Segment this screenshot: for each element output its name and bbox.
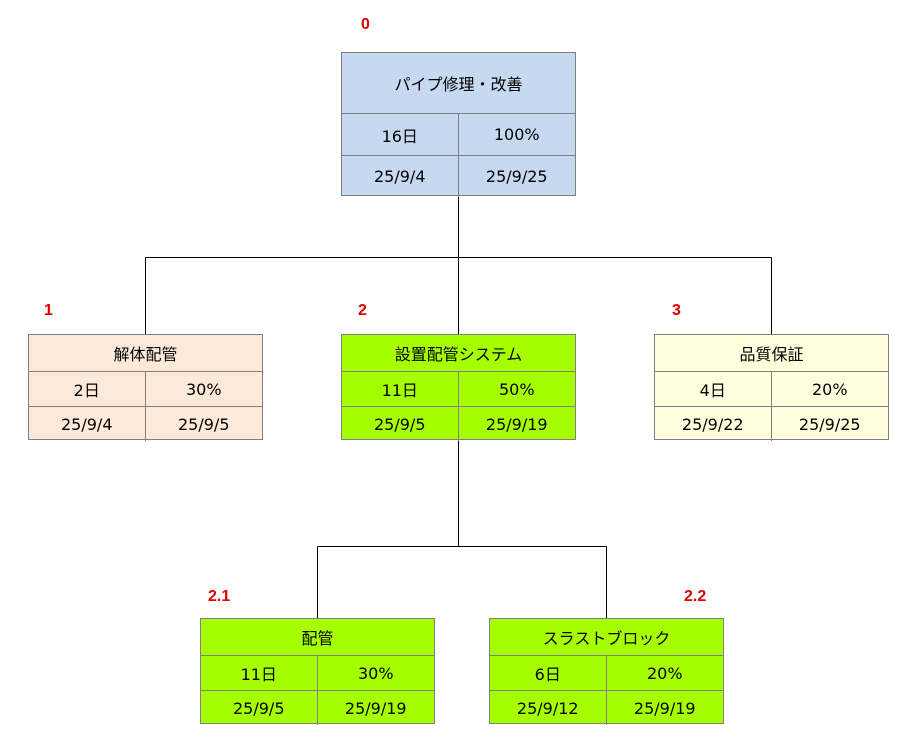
task-duration: 11日 — [201, 655, 318, 690]
task-end-date: 25/9/25 — [771, 406, 888, 441]
task-start-date: 25/9/22 — [655, 406, 772, 441]
node-id-1: 1 — [44, 302, 53, 319]
task-duration: 2日 — [29, 371, 146, 406]
task-name: 配管 — [301, 629, 334, 648]
task-progress: 20% — [606, 655, 723, 690]
task-end-date: 25/9/19 — [606, 690, 723, 725]
task-end-date: 25/9/25 — [458, 155, 575, 197]
task-name: パイプ修理・改善 — [394, 75, 523, 94]
task-duration: 4日 — [655, 371, 772, 406]
task-start-date: 25/9/4 — [29, 406, 146, 441]
node-id-2: 2 — [358, 302, 367, 319]
task-node-quality-assurance[interactable]: 品質保証 4日 20% 25/9/22 25/9/25 — [654, 334, 889, 441]
task-end-date: 25/9/19 — [458, 406, 575, 441]
task-duration: 11日 — [342, 371, 459, 406]
task-node-pipe-repair[interactable]: パイプ修理・改善 16日 100% 25/9/4 25/9/25 — [341, 52, 576, 197]
task-progress: 30% — [317, 655, 434, 690]
node-id-0: 0 — [361, 16, 370, 33]
task-progress: 100% — [458, 113, 575, 155]
task-start-date: 25/9/5 — [201, 690, 318, 725]
task-duration: 16日 — [342, 113, 459, 155]
task-duration: 6日 — [490, 655, 607, 690]
task-node-dismantle-piping[interactable]: 解体配管 2日 30% 25/9/4 25/9/5 — [28, 334, 263, 441]
node-id-2-2: 2.2 — [684, 588, 707, 605]
task-name: 品質保証 — [739, 345, 804, 364]
task-end-date: 25/9/19 — [317, 690, 434, 725]
task-node-piping[interactable]: 配管 11日 30% 25/9/5 25/9/19 — [200, 618, 435, 725]
task-progress: 30% — [145, 371, 262, 406]
task-node-thrust-block[interactable]: スラストブロック 6日 20% 25/9/12 25/9/19 — [489, 618, 724, 725]
task-name: 設置配管システム — [394, 345, 523, 364]
node-id-3: 3 — [672, 302, 681, 319]
task-progress: 50% — [458, 371, 575, 406]
task-end-date: 25/9/5 — [145, 406, 262, 441]
task-name: 解体配管 — [113, 345, 178, 364]
task-node-install-piping-system[interactable]: 設置配管システム 11日 50% 25/9/5 25/9/19 — [341, 334, 576, 441]
task-start-date: 25/9/12 — [490, 690, 607, 725]
node-id-2-1: 2.1 — [208, 588, 231, 605]
task-progress: 20% — [771, 371, 888, 406]
task-name: スラストブロック — [542, 629, 671, 648]
task-start-date: 25/9/4 — [342, 155, 459, 197]
task-start-date: 25/9/5 — [342, 406, 459, 441]
